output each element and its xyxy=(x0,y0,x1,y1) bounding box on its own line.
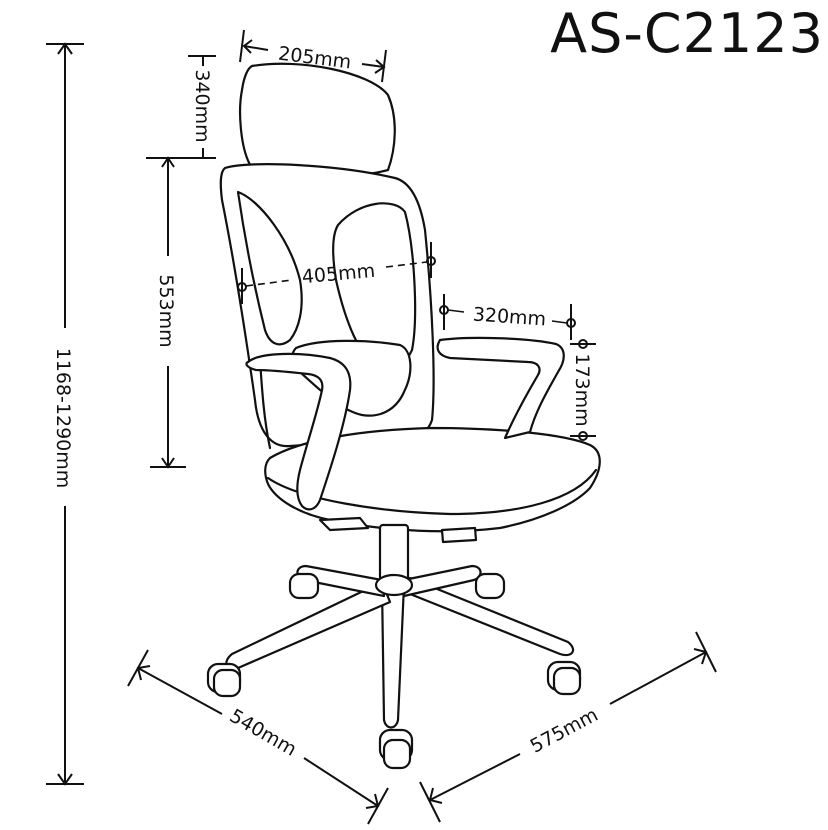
headrest xyxy=(239,62,396,178)
caster-right-front xyxy=(546,660,582,696)
label-total-height: 1168-1290mm xyxy=(52,348,74,489)
caster-right-back xyxy=(474,572,506,600)
seat-cushion xyxy=(264,426,601,533)
dimension-total-height: 1168-1290mm xyxy=(46,42,84,786)
gas-cylinder xyxy=(378,523,410,582)
label-back-height: 553mm xyxy=(155,274,177,347)
base-leg-right-front xyxy=(398,576,575,657)
dimension-headrest-height: 340mm xyxy=(188,55,216,159)
tilt-lever xyxy=(318,516,370,532)
label-headrest-height: 340mm xyxy=(191,69,213,142)
label-arm-height: 173mm xyxy=(571,353,593,426)
backrest-mesh-left xyxy=(236,190,303,346)
label-arm-depth: 320mm xyxy=(472,303,547,330)
caster-left-front xyxy=(206,662,242,698)
model-number: AS-C2123 xyxy=(550,2,824,65)
dimension-base-width: 575mm xyxy=(419,631,717,823)
base-leg-right-back xyxy=(402,564,482,598)
label-base-depth: 540mm xyxy=(226,705,300,761)
caster-left-back xyxy=(288,572,320,600)
base-leg-front xyxy=(380,583,406,729)
caster-front xyxy=(378,728,414,770)
armrest-left xyxy=(245,352,352,511)
height-knob xyxy=(440,526,478,544)
label-base-width: 575mm xyxy=(527,704,602,758)
dimension-arm-height: 173mm xyxy=(570,339,596,441)
dimension-arm-depth: 320mm xyxy=(439,294,576,340)
armrest-right xyxy=(436,336,565,440)
dimension-base-depth: 540mm xyxy=(127,649,389,825)
chair-illustration xyxy=(206,62,601,770)
dimension-back-height: 553mm xyxy=(146,156,190,469)
base-hub xyxy=(374,573,414,597)
